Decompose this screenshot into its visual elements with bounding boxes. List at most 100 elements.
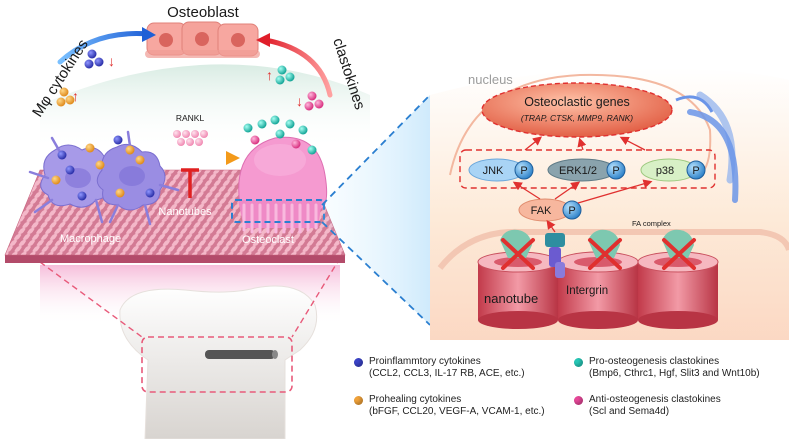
p38-p-badge xyxy=(686,160,706,180)
cytokine-orange-dot xyxy=(59,87,69,97)
rankl-label: RANKL xyxy=(176,113,205,123)
rankl-dots xyxy=(173,130,208,146)
down-arrow-icon: ↓ xyxy=(108,53,115,69)
fa-complex-label: FA complex xyxy=(632,219,671,228)
p38-label: p38 xyxy=(656,165,674,177)
integrin-receptor xyxy=(545,233,565,278)
zoom-line-left xyxy=(39,261,143,338)
p38-p-label: P xyxy=(692,165,699,177)
signal-return-arrow xyxy=(687,109,739,203)
cytokine-blue-dot xyxy=(84,59,94,69)
cytokine-orange-dot xyxy=(125,145,135,155)
clastokine-cyan-dot xyxy=(275,75,285,85)
jnk-p-label: P xyxy=(520,165,527,177)
cytokine-blue-dot xyxy=(113,135,123,145)
clastokine-cyan-dot xyxy=(275,129,285,139)
signal-arrow-head xyxy=(675,95,714,113)
clastokine-cyan-dot xyxy=(270,115,280,125)
osteoblast-label: Osteoblast xyxy=(167,4,240,21)
legend-item-proinflammatory: Proinflammtory cytokines(CCL2, CCL3, IL-… xyxy=(354,356,525,380)
legend-title: Anti-osteogenesis clastokines xyxy=(589,394,721,405)
cytokine-orange-dot xyxy=(135,155,145,165)
integrin-to-fak-arrow xyxy=(546,219,556,233)
cytokine-orange-dot xyxy=(56,97,66,107)
clastokine-pink-dot xyxy=(291,139,301,149)
cytokine-blue-dot xyxy=(87,49,97,59)
osteoclast-label: Osteoclast xyxy=(242,234,294,246)
up-arrow-icon: ↑ xyxy=(266,67,273,83)
cytokine-blue-dot xyxy=(145,188,155,198)
zoom-line-right xyxy=(291,257,341,338)
zoom-line-top xyxy=(321,94,431,206)
clastokine-pink-dot xyxy=(307,91,317,101)
fak-p-label: P xyxy=(568,205,575,217)
pink-dot-icon xyxy=(574,396,583,405)
legend-item-pro-osteogenesis: Pro-osteogenesis clastokines(Bmp6, Cthrc… xyxy=(574,356,760,380)
integrin-label: Intergrin xyxy=(566,285,608,297)
clastokine-pink-dot xyxy=(314,99,324,109)
clastokine-cyan-dot xyxy=(307,145,317,155)
legend-detail: (Scl and Sema4d) xyxy=(589,406,670,417)
clastokine-pink-dot xyxy=(250,135,260,145)
legend-title: Proinflammtory cytokines xyxy=(369,356,481,367)
up-arrow-icon: ↑ xyxy=(72,88,79,104)
cytokine-orange-dot xyxy=(85,143,95,153)
jnk-label: JNK xyxy=(483,165,504,177)
cytokine-blue-dot xyxy=(77,191,87,201)
p38-to-nucleus-arrow xyxy=(619,136,646,151)
cytokine-orange-dot xyxy=(115,188,125,198)
nanotube-label: nanotube xyxy=(484,291,538,306)
nanotubes-label: Nanotubes xyxy=(158,206,212,218)
clastokine-cyan-dot xyxy=(285,119,295,129)
fak-to-erk-arrow xyxy=(554,181,581,200)
zoom-line-bottom xyxy=(321,221,431,326)
cytokine-orange-dot xyxy=(95,160,105,170)
orange-dot-icon xyxy=(354,396,363,405)
clastokine-cyan-dot xyxy=(285,72,295,82)
background-haze xyxy=(40,64,370,150)
osteoclastic-genes-ellipse xyxy=(481,82,673,138)
clastokine-arrow xyxy=(262,37,333,98)
legend-item-prohealing: Prohealing cytokines(bFGF, CCL20, VEGF-A… xyxy=(354,394,545,418)
macrophage-label: Macrophage xyxy=(60,233,121,245)
legend-detail: (CCL2, CCL3, IL-17 RB, ACE, etc.) xyxy=(369,368,525,379)
down-arrow-icon: ↓ xyxy=(296,93,303,109)
cytokine-orange-dot xyxy=(51,175,61,185)
bone-illustration xyxy=(119,285,318,439)
cytokine-arrow xyxy=(57,31,151,65)
clastokine-cyan-dot xyxy=(298,125,308,135)
osteoclastic-genes-label: Osteoclastic genes xyxy=(524,95,630,109)
erk-label: ERK1/2 xyxy=(559,165,597,177)
jnk-to-nucleus-arrow xyxy=(524,136,543,151)
fa-complex-blocked xyxy=(500,229,696,270)
cytokine-blue-dot xyxy=(94,57,104,67)
osteoclast-zoom-box xyxy=(231,199,325,223)
fak-label: FAK xyxy=(531,205,552,217)
cytokine-blue-dot xyxy=(57,150,67,160)
fak-to-jnk-arrow xyxy=(512,181,541,200)
legend-item-anti-osteogenesis: Anti-osteogenesis clastokines(Scl and Se… xyxy=(574,394,721,418)
kinase-box xyxy=(459,149,716,189)
blue-dot-icon xyxy=(354,358,363,367)
jnk-p-badge xyxy=(514,160,534,180)
cytokine-blue-dot xyxy=(65,165,75,175)
legend-title: Prohealing cytokines xyxy=(369,394,462,405)
clastokine-pink-dot xyxy=(304,101,314,111)
clastokine-cyan-dot xyxy=(257,119,267,129)
implant-rod xyxy=(205,350,275,359)
inhibition-icon xyxy=(181,168,199,198)
nucleus-label: nucleus xyxy=(468,72,513,87)
cyan-dot-icon xyxy=(574,358,583,367)
legend-detail: (Bmp6, Cthrc1, Hgf, Slit3 and Wnt10b) xyxy=(589,368,760,379)
osteoclastic-genes-list: (TRAP, CTSK, MMP9, RANK) xyxy=(521,113,633,123)
erk-to-nucleus-arrow xyxy=(577,137,587,151)
fak-to-p38-arrow xyxy=(577,179,653,204)
zoom-cone xyxy=(322,95,430,325)
legend-title: Pro-osteogenesis clastokines xyxy=(589,356,720,367)
legend: Proinflammtory cytokines(CCL2, CCL3, IL-… xyxy=(352,350,782,435)
osteoclast-cell xyxy=(238,136,328,234)
cytokine-orange-dot xyxy=(65,95,75,105)
fak-p-badge xyxy=(562,200,582,220)
